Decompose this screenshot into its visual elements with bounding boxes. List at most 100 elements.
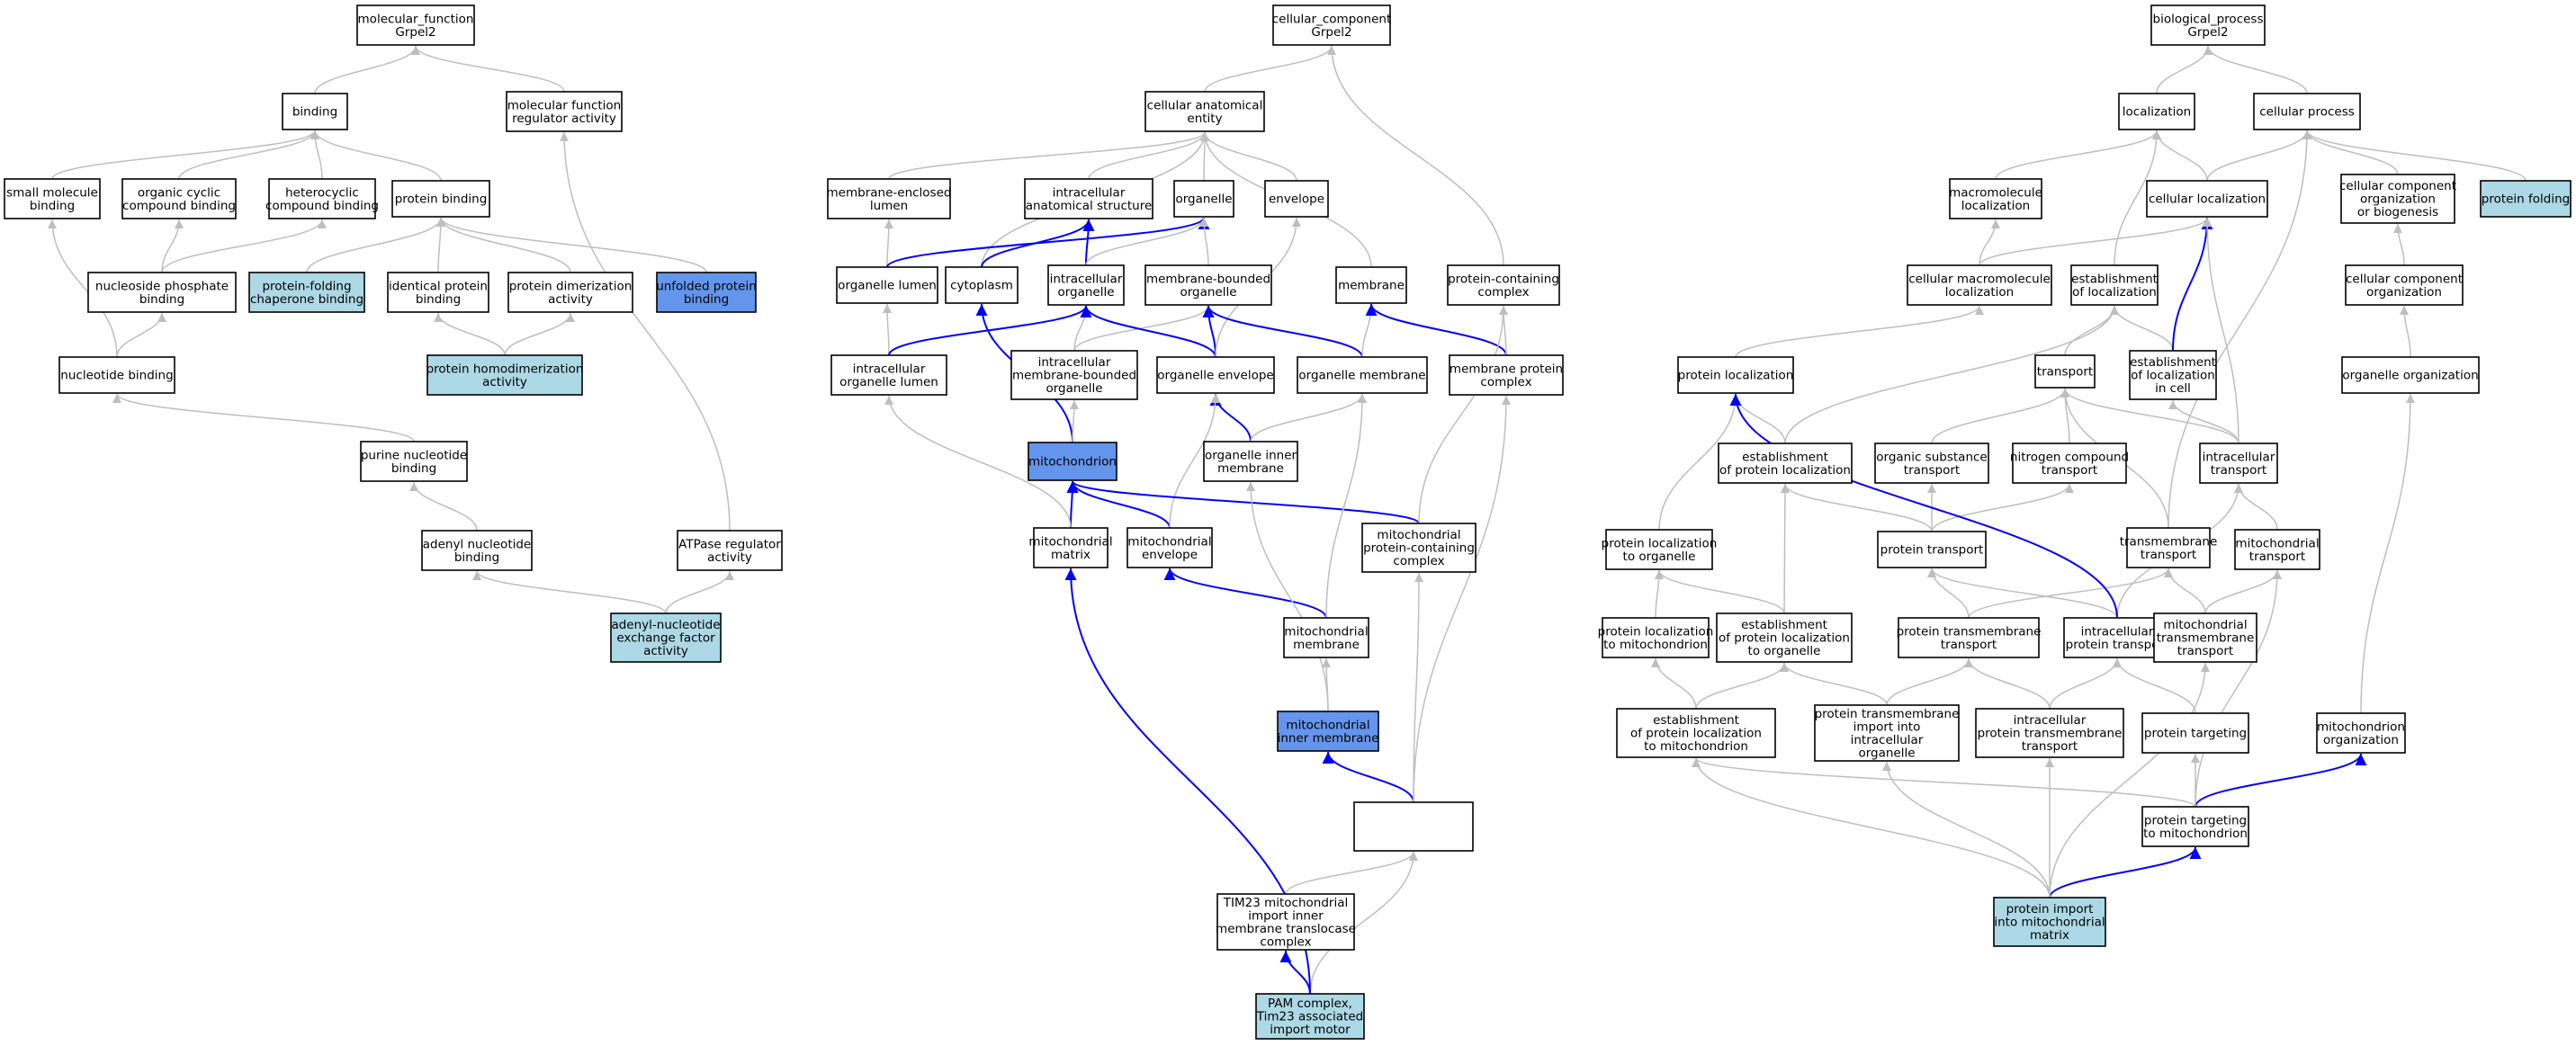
go-term-node-pb[interactable]: protein binding bbox=[391, 180, 490, 218]
node-label-line: exchange factor bbox=[616, 631, 715, 646]
node-box bbox=[121, 178, 237, 219]
go-term-node-ol[interactable]: organelle lumen bbox=[836, 266, 938, 304]
edge-oe-to-io bbox=[1080, 305, 1216, 358]
go-term-node-tr[interactable]: transport bbox=[2034, 354, 2096, 389]
go-term-node-oe[interactable]: organelle envelope bbox=[1156, 356, 1275, 394]
go-term-node-pl[interactable]: protein localization bbox=[1677, 356, 1794, 394]
go-term-node-nb[interactable]: nucleotide binding bbox=[58, 356, 175, 394]
go-term-node-om[interactable]: organelle membrane bbox=[1297, 356, 1428, 394]
go-term-node-pt[interactable]: protein transport bbox=[1877, 531, 1987, 568]
node-box bbox=[1277, 711, 1379, 752]
go-term-node-imm[interactable] bbox=[1353, 801, 1474, 852]
node-label-line: cellular_component bbox=[1272, 12, 1391, 26]
go-term-node-mem[interactable]: membrane bbox=[1335, 266, 1407, 304]
node-label-line: membrane-enclosed bbox=[827, 185, 952, 200]
go-term-node-oo[interactable]: organelle organization bbox=[2341, 356, 2480, 394]
node-box bbox=[2480, 180, 2572, 218]
node-label-line: transport bbox=[2249, 550, 2305, 564]
go-term-node-loc[interactable]: localization bbox=[2118, 93, 2195, 130]
node-label-line: import motor bbox=[1270, 1023, 1351, 1037]
edge-mmem-to-me bbox=[1163, 568, 1327, 619]
go-term-node-org[interactable]: organelle bbox=[1173, 180, 1234, 218]
node-label-line: nucleoside phosphate bbox=[95, 279, 229, 293]
go-term-node-cyto[interactable]: cytoplasm bbox=[945, 266, 1019, 304]
node-label-line: mitochondrion bbox=[1028, 455, 1117, 469]
go-term-node-pf[interactable]: protein folding bbox=[2480, 180, 2572, 218]
go-term-node-mito[interactable]: mitochondrion bbox=[1028, 442, 1117, 481]
edge-phda-to-ipb bbox=[434, 312, 506, 356]
node-box bbox=[1272, 4, 1391, 46]
go-term-node-cl[interactable]: cellular localization bbox=[2146, 180, 2268, 218]
node-box bbox=[1814, 704, 1960, 762]
node-box bbox=[1028, 442, 1117, 481]
go-term-node-binding[interactable]: binding bbox=[282, 93, 348, 130]
node-box bbox=[1975, 708, 2124, 758]
go-term-node-cp[interactable]: cellular process bbox=[2253, 93, 2361, 130]
node-box bbox=[2012, 443, 2127, 484]
node-box bbox=[1264, 180, 1329, 218]
node-box bbox=[656, 272, 757, 313]
node-box bbox=[1877, 531, 1987, 568]
go-term-node-env[interactable]: envelope bbox=[1264, 180, 1329, 218]
go-term-node-ptg[interactable]: protein targeting bbox=[2141, 712, 2249, 754]
